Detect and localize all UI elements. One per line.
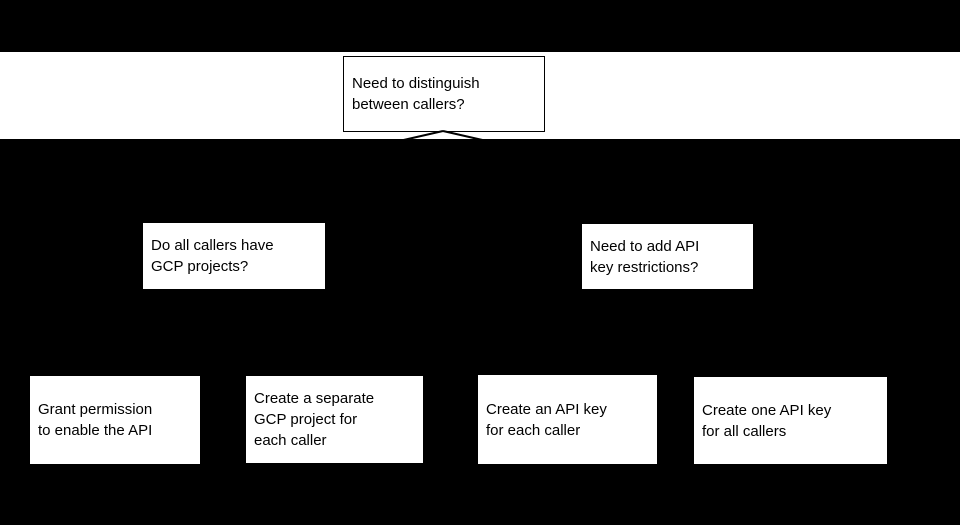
outcome-node-one-api-key-all-callers: Create one API key for all callers — [694, 377, 887, 464]
node-text-line: GCP project for — [254, 411, 358, 428]
node-text-line: Need to distinguish — [352, 75, 480, 92]
node-text-line: Create an API key — [486, 400, 607, 418]
node-text-line: between callers? — [352, 96, 465, 113]
decision-node-distinguish-callers: Need to distinguish between callers? — [343, 56, 545, 132]
node-text-line: GCP projects? — [151, 258, 249, 275]
node-text-line: Need to add API — [590, 237, 700, 255]
outcome-node-grant-permission: Grant permission to enable the API — [30, 376, 200, 464]
node-text-line: Grant permission — [38, 401, 153, 418]
node-text-line: Do all callers have — [151, 237, 274, 254]
node-text-line: each caller — [254, 432, 327, 449]
node-text-line: key restrictions? — [590, 258, 699, 276]
node-text-line: for all callers — [702, 422, 787, 440]
node-text-line: for each caller — [486, 421, 581, 439]
node-text-line: to enable the API — [38, 422, 153, 439]
decision-node-api-key-restrictions: Need to add API key restrictions? — [582, 224, 753, 289]
decision-node-gcp-projects: Do all callers have GCP projects? — [143, 223, 325, 289]
node-text-line: Create a separate — [254, 390, 375, 407]
outcome-node-api-key-each-caller: Create an API key for each caller — [478, 375, 657, 464]
node-text-line: Create one API key — [702, 401, 832, 419]
outcome-node-separate-gcp-project: Create a separate GCP project for each c… — [246, 376, 423, 463]
